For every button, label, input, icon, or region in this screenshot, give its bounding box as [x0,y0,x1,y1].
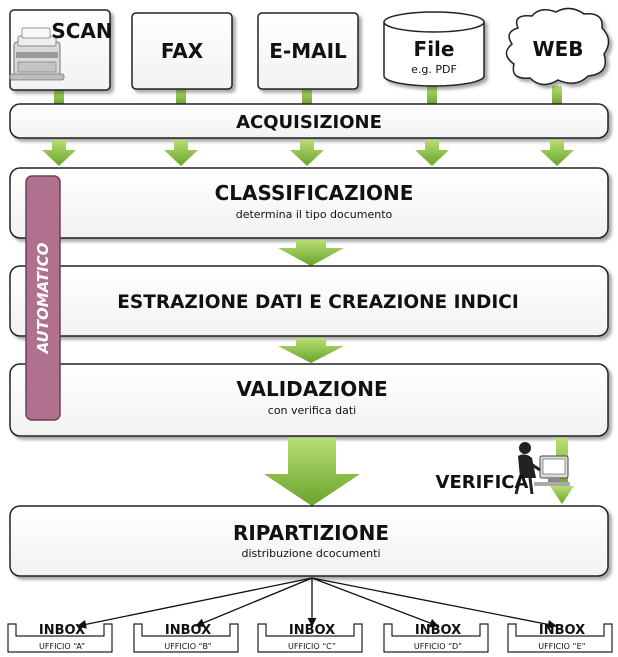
inbox-b-label: INBOX [165,623,211,638]
arrow-down-validazione [264,438,360,506]
automatico-band [25,175,61,421]
inbox-b: INBOX UFFICIO “B” [133,623,239,653]
stage-ripartizione-title: RIPARTIZIONE [233,521,389,545]
stage-classificazione: CLASSIFICAZIONE determina il tipo docume… [9,167,609,239]
stage-validazione-box [9,363,609,437]
inbox-e-office: UFFICIO “E” [538,642,586,651]
automatico-label: AUTOMATICO [34,242,52,354]
operator-at-computer-icon [514,442,570,495]
stage-estrazione-box [9,265,609,337]
distribution-arrows [77,577,557,629]
distribution-arrow-d [311,577,439,628]
stage-ripartizione-box [9,505,609,577]
connector-web [552,86,562,105]
verifica-label: VERIFICA [436,472,529,493]
distribution-arrow-a [77,577,313,629]
inbox-d-office: UFFICIO “D” [414,642,462,651]
verifica-arrow-head [550,486,574,504]
arrow-down-classificazione [278,240,344,266]
cloud-icon [505,7,610,86]
source-file-label: File [414,37,455,61]
inbox-tray-icon [7,623,113,653]
connector-email [302,89,312,105]
stage-acquisizione-box [9,103,609,139]
stage-classificazione-subtitle: determina il tipo documento [236,208,393,221]
source-web: WEB [505,7,610,86]
source-file: File e.g. PDF [383,11,485,87]
inbox-tray-icon [507,623,613,653]
arrow-down-4 [415,140,449,166]
source-file-sublabel: e.g. PDF [411,63,457,76]
source-fax: FAX [131,12,233,90]
source-scan-label: SCAN [51,19,112,43]
stage-acquisizione: ACQUISIZIONE [9,103,609,139]
source-email-label: E-MAIL [269,39,347,63]
arrow-down-1 [42,140,76,166]
inbox-d: INBOX UFFICIO “D” [383,623,489,653]
stage-classificazione-title: CLASSIFICAZIONE [215,181,414,205]
stage-validazione-title: VALIDAZIONE [236,377,387,401]
stage-acquisizione-title: ACQUISIZIONE [236,112,382,133]
source-connectors [54,86,562,105]
connector-file [427,86,437,105]
arrow-down-estrazione [278,338,344,363]
inbox-tray-icon [257,623,363,653]
inbox-c: INBOX UFFICIO “C” [257,623,363,653]
source-email-box [257,12,359,90]
arrow-down-5 [540,140,574,166]
inbox-a: INBOX UFFICIO “A” [7,623,113,653]
source-web-label: WEB [533,37,584,61]
stage-ripartizione-subtitle: distribuzione dcocumenti [241,547,380,560]
distribution-arrow-b [195,577,313,628]
connector-scan [54,89,64,105]
source-fax-label: FAX [161,39,204,63]
stage-estrazione-title: ESTRAZIONE DATI E CREAZIONE INDICI [117,292,518,313]
stage-estrazione: ESTRAZIONE DATI E CREAZIONE INDICI [9,265,609,337]
source-scan: SCAN [9,9,113,91]
stage-classificazione-box [9,167,609,239]
stage-ripartizione: RIPARTIZIONE distribuzione dcocumenti [9,505,609,577]
connector-fax [176,89,186,105]
source-email: E-MAIL [257,12,359,90]
inbox-tray-icon [383,623,489,653]
file-cylinder-icon [383,11,485,87]
inbox-d-label: INBOX [415,623,461,638]
inbox-c-label: INBOX [289,623,335,638]
acquisizione-arrows [42,140,574,166]
inbox-a-office: UFFICIO “A” [39,642,85,651]
inbox-e: INBOX UFFICIO “E” [507,623,613,653]
verifica-path: VERIFICA [436,438,574,504]
inbox-e-label: INBOX [539,623,585,638]
automatico-bar: AUTOMATICO [25,175,61,421]
scanner-icon [9,27,65,81]
distribution-arrow-e [311,577,557,629]
inbox-b-office: UFFICIO “B” [164,642,211,651]
inbox-c-office: UFFICIO “C” [288,642,336,651]
stage-validazione-subtitle: con verifica dati [268,404,356,417]
inbox-tray-icon [133,623,239,653]
stage-validazione: VALIDAZIONE con verifica dati [9,363,609,437]
source-fax-box [131,12,233,90]
inbox-a-label: INBOX [39,623,85,638]
arrow-down-3 [290,140,324,166]
arrow-down-2 [164,140,198,166]
